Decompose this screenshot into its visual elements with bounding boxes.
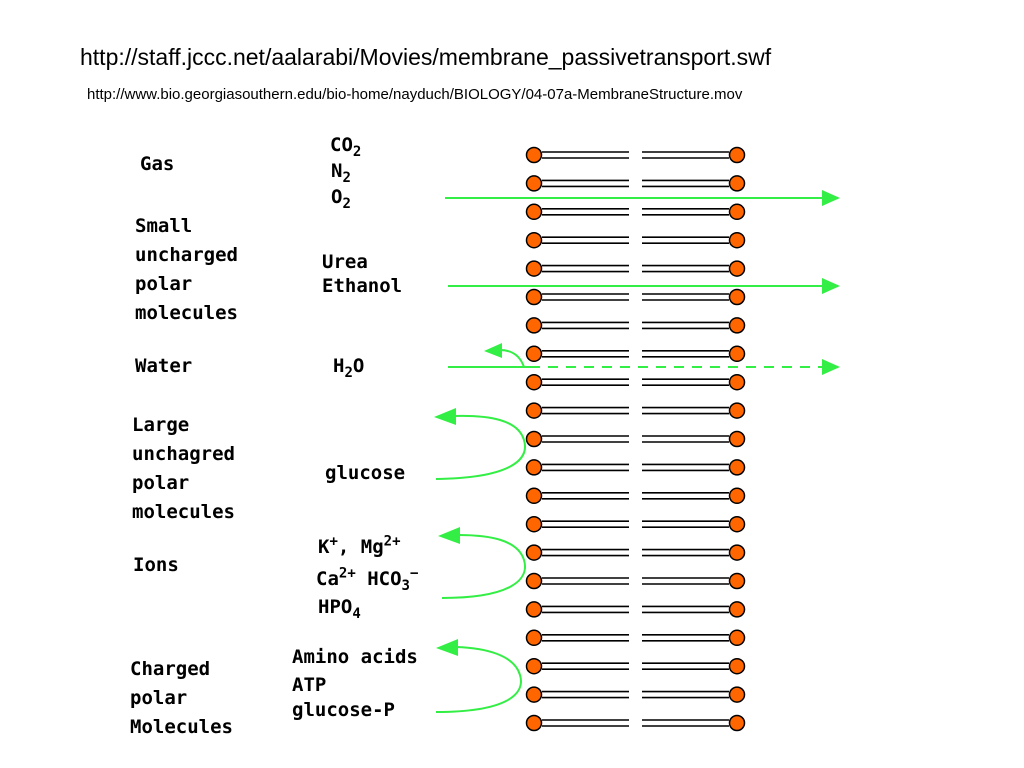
lipid-head	[525, 459, 543, 476]
lipid-head	[525, 317, 543, 334]
molecule-water: H2O	[333, 355, 365, 381]
molecule-n2: N2	[331, 160, 351, 186]
glucose-arrowhead	[434, 408, 456, 425]
lipid-head	[525, 714, 543, 732]
lipid-head	[728, 231, 746, 249]
url-main-link[interactable]: http://staff.jccc.net/aalarabi/Movies/me…	[80, 44, 772, 70]
lipid-head	[525, 373, 543, 391]
lipid-head	[728, 146, 746, 164]
lipid-bilayer	[525, 146, 746, 732]
lipid-head	[728, 459, 746, 476]
phospholipid-row	[525, 231, 746, 249]
category-water: Water	[135, 355, 193, 377]
gas-arrowhead	[822, 190, 840, 206]
charged-arrowhead	[436, 639, 458, 656]
lipid-head	[525, 657, 543, 675]
phospholipid-row	[525, 657, 746, 675]
phospholipid-row	[525, 260, 746, 277]
molecule-ions-k-mg: K+, Mg2+	[318, 533, 401, 558]
lipid-head	[728, 714, 746, 732]
molecule-ions-ca-hco3: Ca2+ HCO3−	[316, 565, 419, 594]
lipid-head	[728, 487, 746, 505]
lipid-head	[525, 487, 543, 505]
lipid-head	[728, 345, 746, 363]
phospholipid-row	[525, 402, 746, 419]
water-return-arc	[499, 349, 525, 368]
phospholipid-row	[525, 487, 746, 505]
category-large-uncharged-polar: Large unchagred polar molecules	[132, 414, 235, 523]
lipid-head	[728, 175, 746, 192]
molecule-glucose: glucose	[325, 462, 406, 484]
molecule-atp: ATP	[292, 674, 327, 696]
molecule-ethanol: Ethanol	[322, 275, 403, 297]
category-charged-polar: Charged polar Molecules	[130, 658, 233, 738]
water-arrowhead	[822, 359, 840, 375]
lipid-head	[728, 203, 746, 221]
phospholipid-row	[525, 601, 746, 618]
lipid-head	[728, 657, 746, 675]
molecule-co2: CO2	[330, 134, 362, 160]
lipid-head	[728, 686, 746, 703]
category-ions: Ions	[133, 554, 179, 576]
lipid-head	[728, 544, 746, 561]
lipid-head	[728, 430, 746, 448]
phospholipid-row	[525, 317, 746, 334]
phospholipid-row	[525, 629, 746, 647]
water-return-arrowhead	[484, 343, 502, 358]
lipid-head	[525, 288, 543, 306]
charged-blocked-arc	[435, 646, 522, 713]
lipid-head	[525, 629, 543, 647]
molecule-o2: O2	[331, 186, 351, 212]
molecule-ions-hpo4: HPO4	[318, 596, 361, 622]
glucose-blocked-arc	[435, 414, 526, 480]
lipid-head	[728, 288, 746, 306]
phospholipid-row	[525, 714, 746, 732]
lipid-head	[728, 629, 746, 647]
lipid-head	[525, 430, 543, 448]
lipid-head	[525, 402, 543, 419]
phospholipid-row	[525, 459, 746, 476]
molecule-urea: Urea	[322, 251, 368, 273]
lipid-head	[525, 686, 543, 703]
lipid-head	[728, 373, 746, 391]
lipid-head	[728, 317, 746, 334]
lipid-head	[525, 345, 543, 363]
lipid-head	[525, 175, 543, 192]
molecule-amino-acids: Amino acids	[292, 646, 418, 668]
lipid-head	[728, 601, 746, 618]
lipid-head	[728, 260, 746, 277]
ions-blocked-arc	[441, 534, 526, 599]
category-gas: Gas	[140, 153, 175, 175]
phospholipid-row	[525, 373, 746, 391]
small-polar-arrowhead	[822, 278, 840, 294]
phospholipid-row	[525, 430, 746, 448]
phospholipid-row	[525, 686, 746, 703]
category-small-uncharged-polar: Small uncharged polar molecules	[135, 215, 238, 324]
molecule-glucose-p: glucose-P	[292, 699, 395, 721]
phospholipid-row	[525, 146, 746, 164]
lipid-head	[728, 402, 746, 419]
phospholipid-row	[525, 515, 746, 533]
lipid-head	[525, 544, 543, 561]
ions-arrowhead	[438, 527, 460, 544]
phospholipid-row	[525, 175, 746, 192]
lipid-head	[525, 601, 543, 618]
lipid-head	[728, 572, 746, 590]
lipid-head	[525, 231, 543, 249]
phospholipid-row	[525, 345, 746, 363]
lipid-head	[525, 572, 543, 590]
phospholipid-row	[525, 203, 746, 221]
lipid-head	[728, 515, 746, 533]
lipid-head	[525, 146, 543, 164]
lipid-head	[525, 203, 543, 221]
lipid-head	[525, 515, 543, 533]
phospholipid-row	[525, 544, 746, 561]
lipid-head	[525, 260, 543, 277]
phospholipid-row	[525, 288, 746, 306]
phospholipid-row	[525, 572, 746, 590]
url-sub-link[interactable]: http://www.bio.georgiasouthern.edu/bio-h…	[87, 86, 743, 103]
